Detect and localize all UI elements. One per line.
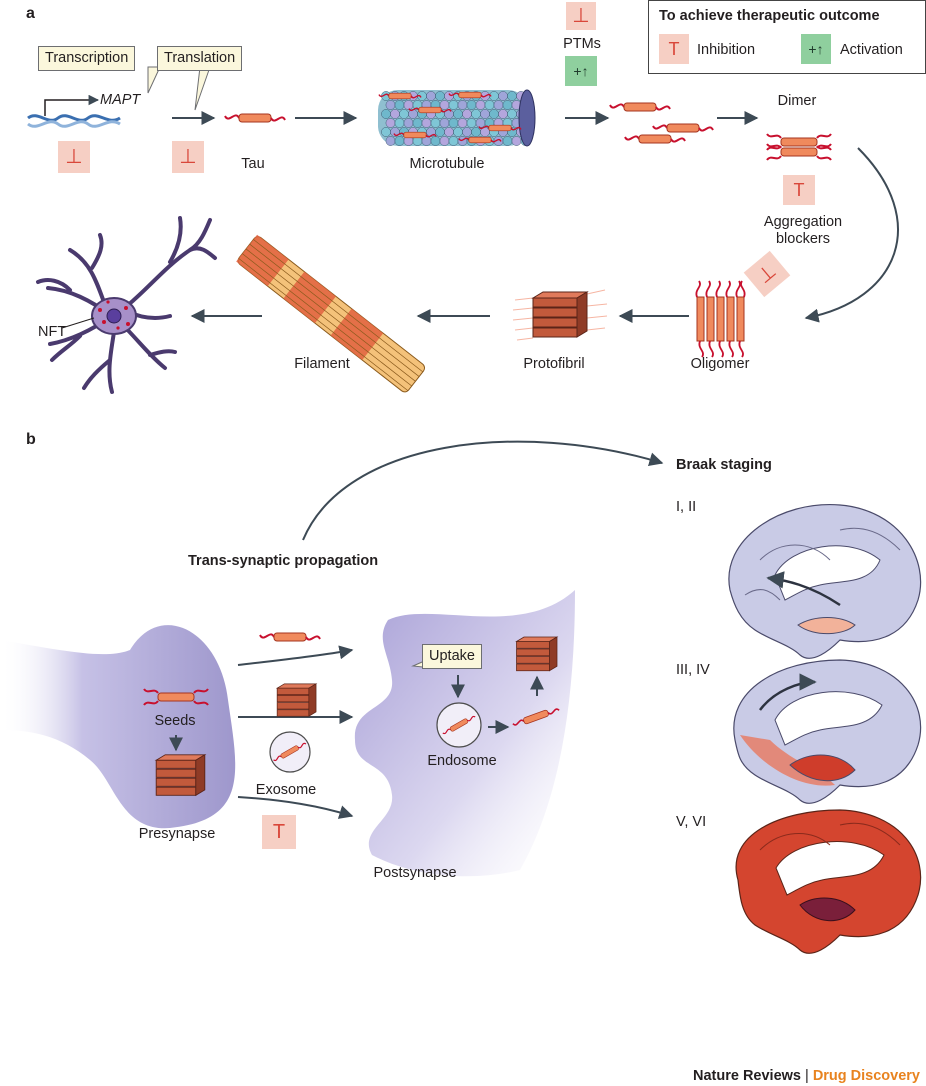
- translation-inhibit-icon: ⊥: [172, 141, 204, 173]
- ptms-label: PTMs: [563, 36, 601, 52]
- protofibril-graphic: [512, 289, 608, 341]
- footer-credit: Nature Reviews | Drug Discovery: [693, 1069, 920, 1084]
- microtubule-label: Microtubule: [409, 156, 485, 172]
- transcription-callout-tail: [147, 66, 161, 94]
- presynapse-graphic: [0, 625, 236, 829]
- arrow-trans-synaptic-propagation: [302, 440, 664, 541]
- endosome-label: Endosome: [427, 753, 497, 769]
- ptm-inhibit-icon: ⊥: [566, 2, 596, 30]
- braak-stage-1-2-label: I, II: [676, 499, 697, 515]
- braak-stage-5-6-label: V, VI: [676, 814, 707, 830]
- footer-section: Drug Discovery: [812, 1068, 920, 1084]
- exosome-label: Exosome: [255, 782, 317, 798]
- footer-journal: Nature Reviews: [692, 1068, 801, 1084]
- aggregation-blocker-inhibit-icon: T: [783, 175, 815, 205]
- legend-inhibition-label: Inhibition: [697, 42, 756, 58]
- panel-b-label: b: [26, 431, 36, 448]
- ptm-activate-icon: +↑: [565, 56, 597, 86]
- seed-aggregate: [155, 754, 206, 796]
- tau-dimer: [766, 133, 832, 161]
- transcription-callout: Transcription: [38, 46, 136, 71]
- nft-label: NFT: [38, 324, 67, 340]
- braak-staging-title: Braak staging: [676, 457, 772, 473]
- arrow-release-exosome: [237, 796, 354, 819]
- arrow-release-monomer: [237, 645, 354, 666]
- tau-oligomer: [695, 280, 746, 358]
- microtubule-graphic: [378, 89, 536, 147]
- legend-activation-label: Activation: [840, 42, 903, 58]
- translation-callout-tail: [194, 66, 211, 111]
- arrow-dimer-to-oligomer: [804, 147, 899, 323]
- braak-stage-3-4-label: III, IV: [676, 662, 710, 678]
- filament-label: Filament: [294, 356, 350, 372]
- ptm-tau-3: [624, 134, 686, 144]
- dna-helix-icon: [27, 114, 121, 128]
- protofibril-label: Protofibril: [523, 356, 585, 372]
- translation-callout: Translation: [157, 46, 243, 71]
- footer-separator: |: [800, 1068, 813, 1084]
- brain-braak-3-4: [733, 659, 922, 804]
- oligomer-label: Oligomer: [690, 356, 750, 372]
- released-tau: [259, 632, 321, 642]
- legend-title: To achieve therapeutic outcome: [659, 8, 880, 24]
- seeds-label: Seeds: [154, 713, 196, 729]
- trans-synaptic-label: Trans-synaptic propagation: [188, 553, 379, 569]
- tau-label: Tau: [241, 156, 265, 172]
- released-fibril: [276, 683, 317, 717]
- mapt-gene-label: MAPT: [100, 92, 141, 108]
- panel-a-label: a: [26, 5, 35, 22]
- uptake-callout: Uptake: [422, 644, 482, 669]
- nft-leader-line: [61, 317, 95, 329]
- presynapse-label: Presynapse: [138, 826, 216, 842]
- legend-inhibition-icon: T: [659, 34, 689, 64]
- postsynaptic-aggregate: [516, 636, 558, 672]
- aggregation-blockers-label: Aggregation blockers: [763, 214, 843, 248]
- brain-braak-1-2: [728, 504, 922, 659]
- brain-braak-5-6: [735, 809, 922, 954]
- nft-tangles: [98, 300, 130, 330]
- legend-activation-icon: +↑: [801, 34, 831, 64]
- propagation-inhibit-icon: T: [262, 815, 296, 849]
- legend-box: To achieve therapeutic outcome T Inhibit…: [648, 0, 926, 74]
- postsynapse-label: Postsynapse: [373, 865, 457, 881]
- dimer-label: Dimer: [777, 93, 817, 109]
- transcription-inhibit-icon: ⊥: [58, 141, 90, 173]
- tau-monomer: [224, 113, 286, 123]
- filament-graphic: [236, 234, 426, 393]
- ptm-tau-1: [609, 102, 671, 112]
- ptm-tau-2: [652, 123, 714, 133]
- neuron-nucleus: [106, 308, 122, 324]
- transcription-start-arrow: [44, 94, 100, 116]
